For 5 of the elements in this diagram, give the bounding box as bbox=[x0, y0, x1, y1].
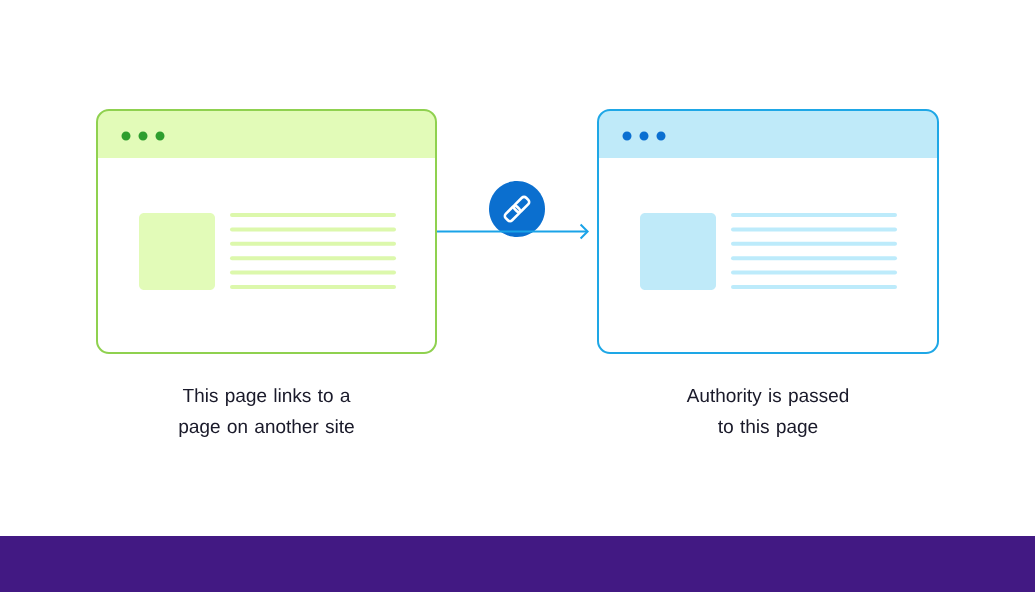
node-label: This page links to a page on another site bbox=[179, 388, 354, 437]
browser-window bbox=[96, 109, 437, 354]
browser-window bbox=[597, 109, 939, 354]
node-label: Authority is passed to this page bbox=[686, 388, 849, 437]
arrow bbox=[436, 223, 589, 240]
